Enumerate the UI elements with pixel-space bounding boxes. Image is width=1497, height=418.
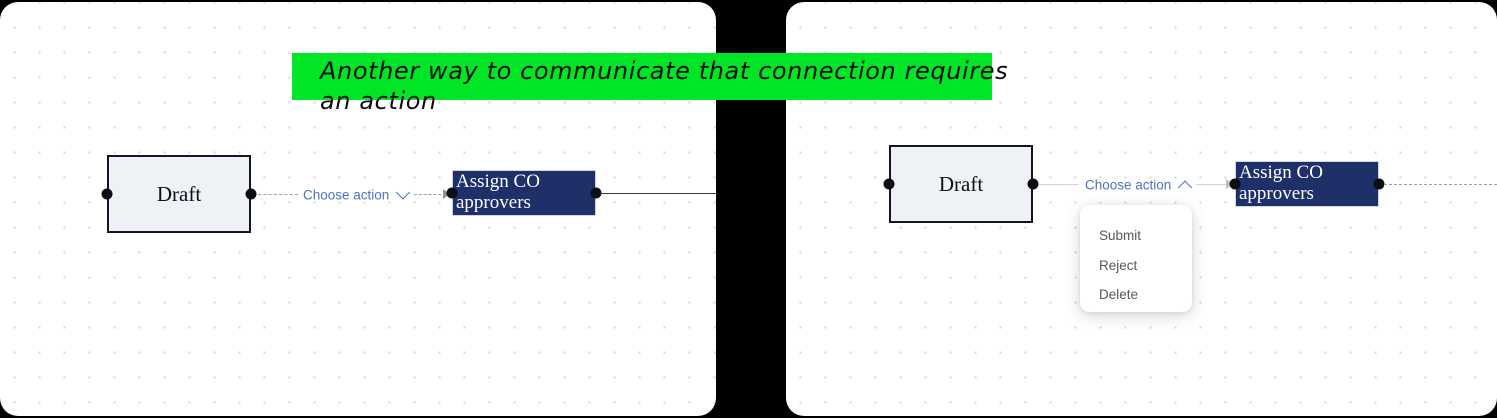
annotation-highlight-bar [292, 53, 992, 100]
dropdown-item-submit[interactable]: Submit [1099, 228, 1142, 243]
node-assign-handle-left-in[interactable] [446, 187, 458, 199]
edge-solid-segment-b [1196, 184, 1229, 185]
edge-outgoing-left [600, 193, 716, 194]
chevron-down-icon[interactable] [396, 184, 411, 200]
node-handle-left-out[interactable] [245, 188, 257, 200]
dropdown-item-delete[interactable]: Delete [1099, 287, 1139, 303]
node-assign-co-approvers-left[interactable]: Assign CO approvers [452, 170, 596, 216]
annotation-text: Another way to communicate that connecti… [320, 57, 1009, 115]
edge-label-choose-action-left[interactable]: Choose action [303, 184, 411, 203]
node-assign-label-line1: Assign CO [456, 171, 540, 193]
edge-label-choose-action-right[interactable]: Choose action [1085, 177, 1193, 195]
node-assign-label-line2: approvers [456, 192, 531, 213]
edge-solid-segment-a [1039, 184, 1079, 185]
node-assign-handle-right-out[interactable] [1373, 178, 1385, 190]
node-handle-right-in[interactable] [883, 178, 895, 190]
edge-outgoing-right [1384, 184, 1497, 185]
node-draft-label: Draft [156, 181, 202, 206]
node-assign-handle-left-out[interactable] [590, 187, 602, 199]
node-assign-handle-right-in[interactable] [1229, 178, 1241, 190]
edge-label-text: Choose action [1085, 177, 1172, 193]
handwritten-annotation: Another way to communicate that connecti… [292, 50, 1016, 116]
node-draft-label: Draft [938, 171, 984, 196]
chevron-up-icon[interactable] [1178, 179, 1193, 195]
node-assign-label-line1: Assign CO [1239, 162, 1323, 184]
edge-dashed-segment-b [414, 194, 446, 195]
node-handle-right-out[interactable] [1027, 178, 1039, 190]
node-handle-left-in[interactable] [101, 188, 113, 200]
edge-label-text: Choose action [303, 187, 390, 203]
node-draft-left[interactable]: Draft [107, 155, 251, 233]
action-dropdown-menu[interactable]: Submit Reject Delete [1080, 205, 1192, 312]
node-assign-co-approvers-right[interactable]: Assign CO approvers [1235, 161, 1379, 207]
dropdown-item-reject[interactable]: Reject [1099, 257, 1138, 273]
node-assign-label-line2: approvers [1239, 183, 1314, 204]
edge-dashed-segment-a [258, 194, 298, 195]
node-draft-right[interactable]: Draft [889, 145, 1033, 223]
